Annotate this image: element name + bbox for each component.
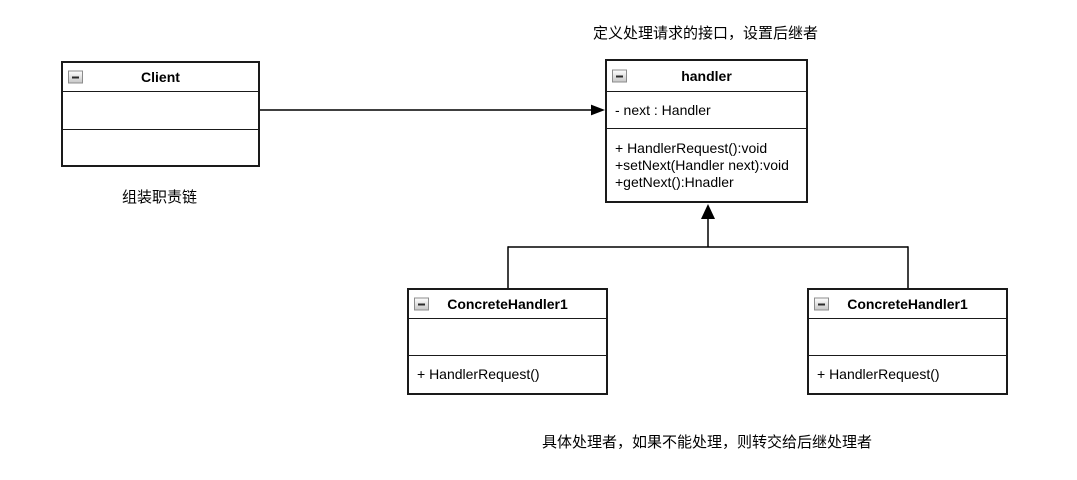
collapse-minus-icon[interactable] xyxy=(814,297,829,311)
client-note: 组装职责链 xyxy=(122,189,198,206)
methods-compartment: + HandlerRequest() xyxy=(409,356,606,393)
class-title: ConcreteHandler1 xyxy=(447,296,568,312)
class-handler-header: handler xyxy=(607,61,806,92)
generalization-connector[interactable] xyxy=(507,204,909,289)
class-concrete-handler-right[interactable]: ConcreteHandler1 + HandlerRequest() xyxy=(807,288,1008,395)
method-getnext: +getNext():Hnadler xyxy=(615,173,734,190)
class-title: ConcreteHandler1 xyxy=(847,296,968,312)
attributes-compartment xyxy=(809,319,1006,356)
collapse-minus-icon[interactable] xyxy=(612,69,627,83)
triangle-arrowhead-icon xyxy=(701,204,715,219)
association-client-to-handler[interactable] xyxy=(260,104,605,116)
method-handlerrequest: + HandlerRequest():void xyxy=(615,139,768,156)
concrete-note: 具体处理者，如果不能处理，则转交给后继处理者 xyxy=(542,434,873,451)
class-handler[interactable]: handler - next : Handler + HandlerReques… xyxy=(605,59,808,203)
attributes-compartment xyxy=(409,319,606,356)
class-client[interactable]: Client xyxy=(61,61,260,167)
attribute-next: - next : Handler xyxy=(615,101,711,118)
class-title: handler xyxy=(681,68,732,84)
handler-note: 定义处理请求的接口，设置后继者 xyxy=(593,25,819,42)
method-handlerrequest: + HandlerRequest() xyxy=(417,366,540,382)
arrowhead-icon xyxy=(591,104,605,116)
class-concrete-left-header: ConcreteHandler1 xyxy=(409,290,606,319)
methods-compartment: + HandlerRequest() xyxy=(809,356,1006,393)
class-concrete-handler-left[interactable]: ConcreteHandler1 + HandlerRequest() xyxy=(407,288,608,395)
attributes-compartment: - next : Handler xyxy=(607,92,806,129)
class-concrete-right-header: ConcreteHandler1 xyxy=(809,290,1006,319)
methods-compartment xyxy=(63,130,258,165)
collapse-minus-icon[interactable] xyxy=(68,70,83,84)
attributes-compartment xyxy=(63,92,258,130)
method-handlerrequest: + HandlerRequest() xyxy=(817,366,940,382)
class-title: Client xyxy=(141,69,180,85)
collapse-minus-icon[interactable] xyxy=(414,297,429,311)
method-setnext: +setNext(Handler next):void xyxy=(615,156,789,173)
methods-compartment: + HandlerRequest():void +setNext(Handler… xyxy=(607,129,806,201)
class-client-header: Client xyxy=(63,63,258,92)
